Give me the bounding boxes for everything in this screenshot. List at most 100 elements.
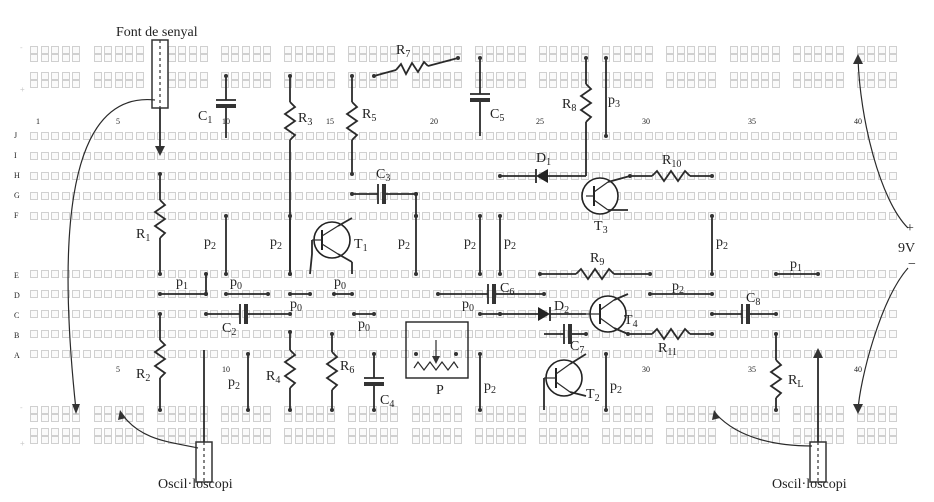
col-num-20: 20 xyxy=(430,117,438,126)
transistor-t3 xyxy=(581,175,631,215)
label-p: P xyxy=(436,383,444,398)
label-c4: C4 xyxy=(380,393,394,410)
jumper-pin xyxy=(224,214,228,218)
jumper-pin xyxy=(246,352,250,356)
oscilloscope-left-cable xyxy=(118,350,213,483)
jumper-labels: p3 p2 p2 p2 p2 p2 p2 p1 p0 p0 p0 p0 p0 p… xyxy=(176,93,802,396)
rail-minus-top: - xyxy=(20,43,23,52)
col-num-25: 25 xyxy=(536,117,544,126)
label-p2-c: p2 xyxy=(398,235,410,252)
row-letter-i: I xyxy=(14,151,17,160)
jumper-pin xyxy=(414,214,418,218)
label-p2-e: p2 xyxy=(504,235,516,252)
col-num-40: 40 xyxy=(854,117,862,126)
transistor-t4 xyxy=(586,293,629,335)
jumper-pin xyxy=(710,292,714,296)
label-p1-a: p1 xyxy=(176,275,188,292)
label-p2-h: p2 xyxy=(484,379,496,396)
jumper-pin xyxy=(308,292,312,296)
row-letter-j: J xyxy=(14,131,17,140)
capacitor-c5 xyxy=(470,56,490,136)
col-num-5b: 5 xyxy=(116,365,120,374)
col-num-5: 5 xyxy=(116,117,120,126)
label-d2: D2 xyxy=(554,299,569,316)
row-letters: J I H G F E D C B A xyxy=(14,131,20,360)
label-p2-i: p2 xyxy=(610,379,622,396)
transistor-t2 xyxy=(543,353,587,410)
row-letter-c: C xyxy=(14,311,19,320)
label-c7: C7 xyxy=(570,339,584,356)
jumper-wires xyxy=(158,56,820,412)
capacitor-c4 xyxy=(364,352,384,412)
label-r11: R11 xyxy=(658,341,677,358)
label-t4: T4 xyxy=(624,313,638,330)
jumper-pin xyxy=(478,272,482,276)
col-num-1: 1 xyxy=(36,117,40,126)
resistor-r1 xyxy=(153,172,167,276)
signal-source-label: Font de senyal xyxy=(116,25,198,40)
label-p2-d: p2 xyxy=(464,235,476,252)
jumper-pin xyxy=(648,292,652,296)
diode-d1 xyxy=(498,169,586,183)
capacitor-c8 xyxy=(710,304,778,324)
jumper-pin xyxy=(414,272,418,276)
jumper-pin xyxy=(158,292,162,296)
supply-voltage-label: 9V xyxy=(898,241,915,256)
jumper-pin xyxy=(350,292,354,296)
capacitor-c7 xyxy=(544,324,588,344)
label-c3: C3 xyxy=(376,167,390,184)
jumper-pin xyxy=(288,292,292,296)
label-p0-d: p0 xyxy=(358,317,370,334)
jumper-pin xyxy=(498,312,502,316)
row-letter-e: E xyxy=(14,271,19,280)
jumper-pin xyxy=(478,408,482,412)
jumper-pin xyxy=(604,408,608,412)
jumper-pin xyxy=(710,214,714,218)
col-num-40b: 40 xyxy=(854,365,862,374)
capacitor-c6 xyxy=(436,284,546,304)
label-p3: p3 xyxy=(608,93,620,110)
label-c2: C2 xyxy=(222,321,236,338)
jumper-pin xyxy=(332,292,336,296)
jumper-pin xyxy=(204,272,208,276)
jumper-pin xyxy=(498,272,502,276)
oscilloscope-right-label: Oscil·loscopi xyxy=(772,477,847,492)
rail-plus-bottom: + xyxy=(20,439,25,448)
col-num-15: 15 xyxy=(326,117,334,126)
supply-plus: + xyxy=(906,221,914,236)
jumper-pin xyxy=(498,214,502,218)
resistor-r7 xyxy=(372,56,460,78)
label-c1: C1 xyxy=(198,109,212,126)
jumper-pin xyxy=(816,272,820,276)
col-num-35: 35 xyxy=(748,117,756,126)
capacitor-c2 xyxy=(204,304,292,324)
label-p0-e: p0 xyxy=(462,297,474,314)
label-c5: C5 xyxy=(490,107,504,124)
jumper-pin xyxy=(246,408,250,412)
jumper-pin xyxy=(604,134,608,138)
jumper-pin xyxy=(288,272,292,276)
col-num-10b: 10 xyxy=(222,365,230,374)
resistor-rl xyxy=(769,332,783,412)
jumper-pin xyxy=(604,352,608,356)
jumper-pin xyxy=(478,312,482,316)
label-r8: R8 xyxy=(562,97,576,114)
label-d1: D1 xyxy=(536,151,551,168)
jumper-pin xyxy=(774,272,778,276)
oscilloscope-right-cable xyxy=(712,348,827,483)
resistor-r5 xyxy=(345,74,359,176)
row-letter-h: H xyxy=(14,171,20,180)
label-r10: R10 xyxy=(662,153,681,170)
label-p0-a: p0 xyxy=(230,275,242,292)
supply-minus: − xyxy=(908,257,916,272)
resistor-r8 xyxy=(579,56,593,176)
label-t3: T3 xyxy=(594,219,608,236)
oscilloscope-left-label: Oscil·loscopi xyxy=(158,477,233,492)
label-t2: T2 xyxy=(586,387,600,404)
jumper-pin xyxy=(224,272,228,276)
jumper-pin xyxy=(478,352,482,356)
jumper-pin xyxy=(204,292,208,296)
row-letter-a: A xyxy=(14,351,20,360)
label-p0-b: p0 xyxy=(290,297,302,314)
jumper-pin xyxy=(604,56,608,60)
